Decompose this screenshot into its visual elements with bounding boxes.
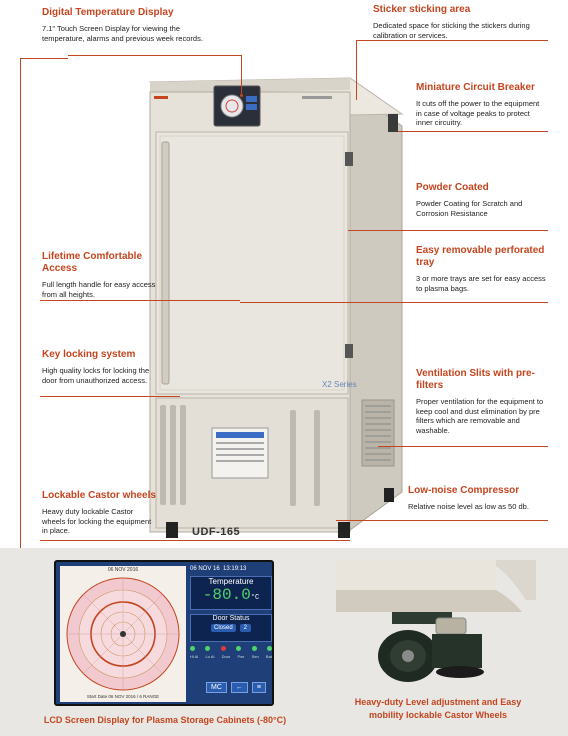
callout-title: Lockable Castor wheels: [42, 490, 156, 501]
lcd-door-count: 2: [239, 624, 252, 632]
status-led-icon: [251, 646, 257, 651]
lcd-chart-footer: Start Date 06 NOV 2016 / 6 RANGE: [86, 694, 160, 699]
callout-digital-display: Digital Temperature Display 7.1" Touch S…: [42, 7, 217, 43]
leader-display: [68, 55, 242, 56]
status-label: Lo Al: [205, 654, 215, 659]
status-led-icon: [236, 646, 242, 651]
callout-desc: Dedicated space for sticking the sticker…: [373, 21, 530, 40]
callout-title: Lifetime Comfortable Access: [42, 251, 143, 274]
lcd-button-row: MC ← ≡: [206, 682, 266, 693]
lcd-screen: 06 NOV 2016 Start Date 06 NOV 2016 / 6 R…: [54, 560, 274, 706]
lcd-list-button[interactable]: ≡: [251, 682, 266, 693]
callout-desc: Proper ventilation for the equipment to …: [416, 397, 544, 435]
callout-key-locking: Key locking system High quality locks fo…: [42, 349, 157, 385]
callout-title: Key locking system: [42, 349, 136, 360]
callout-desc: 7.1" Touch Screen Display for viewing th…: [42, 24, 203, 43]
callout-title: Miniature Circuit Breaker: [416, 82, 535, 93]
lcd-time: 13:19:13: [223, 566, 247, 572]
lcd-chart-header: 06 NOV 2016: [107, 567, 139, 573]
lcd-door-panel: Door Status Closed 2: [190, 614, 272, 642]
callout-ventilation: Ventilation Slits with pre-filters Prope…: [416, 368, 546, 435]
callout-title: Powder Coated: [416, 182, 489, 193]
callout-powder-coated: Powder Coated Powder Coating for Scratch…: [416, 182, 546, 218]
callout-title: Easy removable perforated tray: [416, 245, 545, 268]
lcd-status-labels: Hi Al Lo Al Door Pwr Sen Bat: [190, 654, 272, 659]
lcd-caption: LCD Screen Display for Plasma Storage Ca…: [43, 715, 287, 725]
lcd-menu-button[interactable]: MC: [206, 682, 227, 693]
status-label: Sen: [251, 654, 259, 659]
callout-title: Low-noise Compressor: [408, 485, 520, 496]
callout-title: Digital Temperature Display: [42, 7, 174, 18]
lcd-door-value[interactable]: Closed: [210, 624, 236, 632]
status-led-icon: [190, 646, 195, 651]
leader-dot: [240, 94, 243, 97]
status-label: Bat: [265, 654, 272, 659]
status-led-icon: [220, 646, 226, 651]
leader-vent: [378, 446, 548, 447]
status-led-icon: [205, 646, 211, 651]
wheel-caption-line2: mobility lockable Castor Wheels: [368, 710, 508, 720]
callout-desc: High quality locks for locking the door …: [42, 366, 150, 385]
leader-access: [40, 300, 240, 301]
status-label: Door: [221, 654, 231, 659]
leader-castor: [40, 540, 350, 541]
leader-compressor: [336, 520, 548, 521]
callout-desc: Heavy duty lockable Castor wheels for lo…: [42, 507, 152, 535]
leader-display-drop: [241, 55, 242, 95]
callout-desc: Relative noise level as low as 50 db.: [408, 502, 529, 511]
callout-compressor: Low-noise Compressor Relative noise leve…: [408, 485, 548, 512]
lcd-chart-panel: 06 NOV 2016 Start Date 06 NOV 2016 / 6 R…: [60, 566, 186, 702]
status-led-icon: [266, 646, 272, 651]
callout-desc: 3 or more trays are set for easy access …: [416, 274, 546, 293]
callout-circuit-breaker: Miniature Circuit Breaker It cuts off th…: [416, 82, 546, 128]
lcd-datetime: 06 NOV 16 13:19:13: [190, 566, 272, 572]
leader-lcd-vertical: [20, 58, 21, 628]
callout-sticker-area: Sticker sticking area Dedicated space fo…: [373, 4, 545, 40]
callout-lifetime-access: Lifetime Comfortable Access Full length …: [42, 251, 162, 299]
leader-breaker: [398, 131, 548, 132]
model-label: UDF-165: [192, 526, 241, 538]
callout-castor-wheels: Lockable Castor wheels Heavy duty lockab…: [42, 490, 157, 536]
leader-sticker: [356, 40, 548, 41]
lcd-temp-panel: Temperature -80.0°C: [190, 576, 272, 610]
callout-desc: Full length handle for easy access from …: [42, 280, 156, 299]
lcd-date: 06 NOV 16: [190, 566, 220, 572]
status-label: Hi Al: [190, 654, 199, 659]
series-badge: X2 Series: [322, 380, 357, 389]
callout-desc: Powder Coating for Scratch and Corrosion…: [416, 199, 523, 218]
lcd-back-button[interactable]: ←: [230, 682, 248, 693]
lcd-door-label: Door Status: [212, 615, 250, 622]
lcd-temp-label: Temperature: [208, 577, 254, 586]
leader-sticker-drop: [356, 40, 357, 100]
leader-lcd-top: [20, 58, 68, 59]
callout-trays: Easy removable perforated tray 3 or more…: [416, 245, 546, 293]
leader-tray: [240, 302, 548, 303]
wheel-caption-line1: Heavy-duty Level adjustment and Easy: [354, 697, 522, 707]
freezer-cabinet-illustration: X2 Series: [148, 77, 404, 538]
castor-wheel-illustration: [336, 560, 536, 682]
leader-powder: [348, 230, 548, 231]
lcd-temp-value: -80.0: [202, 586, 251, 604]
callout-desc: It cuts off the power to the equipment i…: [416, 99, 540, 127]
leader-lock: [40, 396, 180, 397]
callout-title: Sticker sticking area: [373, 4, 471, 15]
lcd-status-row: [190, 646, 272, 651]
circular-chart: [66, 577, 180, 691]
lcd-temp-unit: °C: [250, 594, 260, 602]
status-label: Pwr: [237, 654, 245, 659]
callout-title: Ventilation Slits with pre-filters: [416, 368, 535, 391]
